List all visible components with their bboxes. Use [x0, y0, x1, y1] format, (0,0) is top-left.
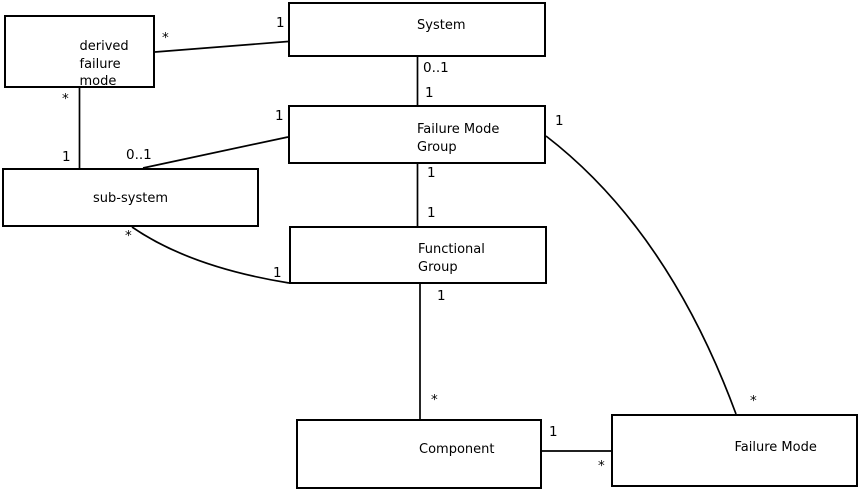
entity-functional-group: Functional Group	[289, 226, 547, 284]
connector-failure-mode-group-sub-system	[142, 136, 289, 169]
multiplicity-functional-group-from-sub-system: 1	[273, 265, 282, 281]
multiplicity-failure-mode-from-component: *	[598, 458, 605, 474]
connector-sub-system-functional-group	[131, 226, 290, 284]
multiplicity-sub-system-from-derived-failure-mode: 1	[62, 149, 71, 165]
multiplicity-sub-system-to-functional-group: *	[125, 228, 132, 244]
entity-sub-system: sub-system	[2, 168, 259, 227]
entity-system-label: System	[417, 18, 466, 33]
entity-failure-mode-label: Failure Mode	[734, 440, 817, 455]
entity-system: System	[288, 2, 546, 57]
entity-failure-mode-group-label: Failure Mode Group	[417, 122, 500, 155]
multiplicity-failure-mode-group-from-system: 1	[425, 85, 434, 101]
multiplicity-system-to-failure-mode-group: 0..1	[423, 60, 449, 76]
multiplicity-functional-group-from-failure-mode-group: 1	[427, 205, 436, 221]
entity-derived-failure-mode-label: derived failure mode	[79, 39, 129, 89]
multiplicity-failure-mode-from-failure-mode-group: *	[750, 393, 757, 409]
multiplicity-failure-mode-group-to-sub-system: 1	[275, 108, 284, 124]
multiplicity-failure-mode-group-to-functional-group: 1	[427, 165, 436, 181]
multiplicity-derived-failure-mode-to-system: *	[162, 30, 169, 46]
entity-component-label: Component	[419, 442, 495, 457]
multiplicity-component-from-functional-group: *	[431, 392, 438, 408]
multiplicity-system-from-derived-failure-mode: 1	[276, 15, 285, 31]
multiplicity-derived-failure-mode-to-sub-system: *	[62, 91, 69, 107]
multiplicity-sub-system-from-failure-mode-group: 0..1	[126, 147, 152, 163]
multiplicity-component-to-failure-mode: 1	[549, 424, 558, 440]
entity-sub-system-label: sub-system	[93, 191, 168, 206]
entity-component: Component	[296, 419, 542, 489]
entity-failure-mode: Failure Mode	[611, 414, 858, 487]
connector-derived-failure-mode-system	[154, 40, 289, 53]
entity-functional-group-label: Functional Group	[418, 242, 485, 275]
connector-failure-mode-group-failure-mode	[545, 135, 737, 415]
entity-derived-failure-mode: derived failure mode	[4, 15, 155, 89]
multiplicity-functional-group-to-component: 1	[437, 288, 446, 304]
multiplicity-failure-mode-group-to-failure-mode: 1	[555, 113, 564, 129]
entity-failure-mode-group: Failure Mode Group	[288, 105, 546, 164]
